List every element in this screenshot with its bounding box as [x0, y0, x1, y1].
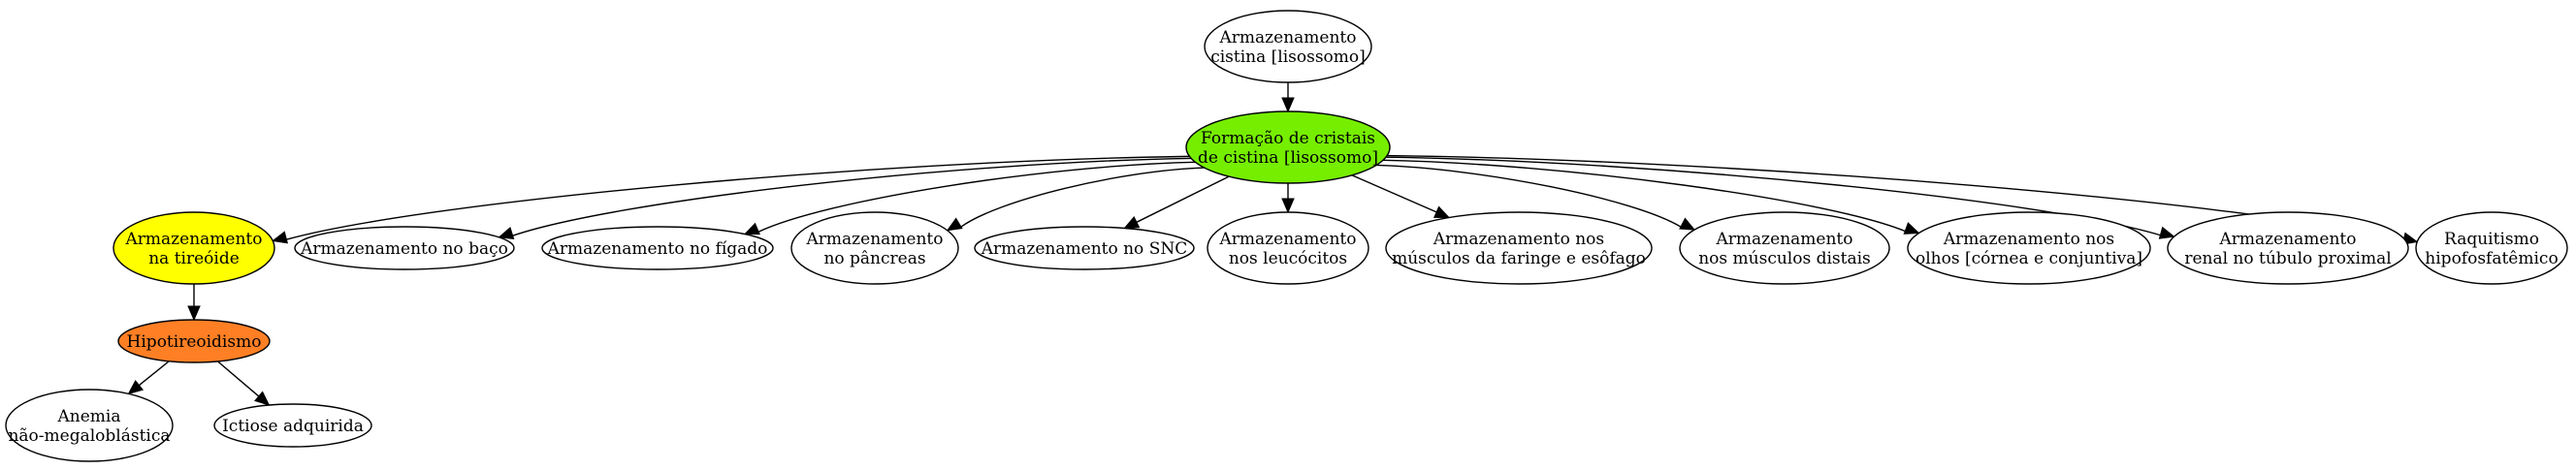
edge-formacao-to-tireoide — [272, 155, 1190, 244]
edge-line — [1382, 159, 1906, 233]
node-ictiose: Ictiose adquirida — [213, 403, 372, 448]
node-label-line: olhos [córnea e conjuntiva] — [1916, 249, 2142, 268]
arrowhead-icon — [1433, 205, 1451, 219]
node-label-line: não-megaloblástica — [8, 426, 170, 446]
node-label-line: Armazenamento — [1716, 230, 1853, 249]
node-label-line: Armazenamento — [806, 230, 944, 249]
node-ellipse — [1185, 110, 1391, 184]
node-figado: Armazenamento no fígado — [541, 226, 774, 270]
node-ellipse — [1207, 211, 1369, 285]
arrowhead-icon — [498, 227, 515, 239]
arrowhead-icon — [1679, 217, 1696, 231]
edge-line — [217, 360, 260, 397]
node-label-line: Armazenamento — [1219, 230, 1357, 249]
edge-formacao-to-pancreas — [946, 167, 1205, 232]
arrowhead-icon — [272, 231, 289, 244]
edge-formacao-to-leucocitos — [1281, 183, 1295, 214]
node-label-line: Hipotireoidismo — [127, 332, 262, 352]
edge-line — [1375, 164, 1682, 228]
node-ellipse — [1385, 211, 1653, 285]
node-label-line: Armazenamento — [2219, 230, 2357, 249]
edge-hipotireoidismo-to-anemia — [127, 360, 170, 395]
arrowhead-icon — [187, 305, 201, 322]
node-label-line: Armazenamento no SNC — [981, 239, 1187, 259]
edges-layer — [127, 82, 2419, 406]
node-label-line: de cistina [lisossomo] — [1198, 148, 1378, 168]
node-label-line: Anemia — [57, 407, 121, 426]
node-ellipse — [2415, 211, 2568, 285]
node-label-line: Armazenamento — [125, 230, 263, 249]
node-label-line: nos músculos distais — [1698, 249, 1871, 268]
node-label-line: Armazenamento — [1219, 28, 1357, 47]
node-ellipse — [541, 226, 774, 270]
arrowhead-icon — [1123, 216, 1141, 230]
edge-formacao-to-olhos — [1382, 159, 1920, 235]
node-label-line: Armazenamento no fígado — [547, 239, 768, 259]
node-label-line: hipofosfatêmico — [2425, 249, 2558, 268]
node-ellipse — [213, 403, 372, 448]
node-label-line: Formação de cristais — [1201, 129, 1375, 148]
node-ellipse — [1907, 211, 2151, 285]
edge-line — [757, 161, 1196, 234]
edge-cistina-to-formacao — [1281, 82, 1295, 113]
edge-line — [1351, 174, 1437, 213]
node-ellipse — [117, 319, 271, 363]
edge-formacao-to-faringe — [1351, 174, 1451, 219]
node-ellipse — [113, 211, 275, 285]
node-snc: Armazenamento no SNC — [974, 226, 1195, 270]
arrowhead-icon — [1281, 198, 1295, 214]
node-label-line: no pâncreas — [823, 249, 925, 268]
arrowhead-icon — [946, 217, 963, 232]
node-ellipse — [974, 226, 1195, 270]
node-ellipse — [2167, 211, 2409, 285]
node-baco: Armazenamento no baço — [294, 226, 515, 270]
node-label-line: cistina [lisossomo] — [1210, 47, 1366, 67]
edge-formacao-to-distais — [1375, 164, 1696, 231]
arrowhead-icon — [743, 222, 760, 235]
edge-line — [1136, 175, 1230, 223]
node-ellipse — [5, 389, 174, 462]
edge-formacao-to-figado — [743, 161, 1196, 235]
arrowhead-icon — [1903, 222, 1920, 235]
edge-line — [512, 157, 1192, 236]
node-label-line: na tireóide — [148, 249, 240, 268]
node-label-line: renal no túbulo proximal — [2184, 249, 2391, 268]
edge-hipotireoidismo-to-ictiose — [217, 360, 271, 406]
node-label-line: Armazenamento no baço — [300, 239, 508, 259]
arrowhead-icon — [1281, 97, 1295, 113]
node-label-line: Ictiose adquirida — [222, 417, 364, 436]
arrowhead-icon — [2158, 226, 2175, 239]
node-label-line: Raquitismo — [2444, 230, 2539, 249]
edge-formacao-to-snc — [1123, 175, 1230, 230]
node-ellipse — [790, 211, 959, 285]
arrowhead-icon — [127, 380, 145, 395]
edge-formacao-to-baco — [498, 157, 1192, 239]
node-label-line: músculos da faringe e esôfago — [1392, 249, 1646, 268]
edge-tireoide-to-hipotireoidismo — [187, 284, 201, 322]
edge-line — [959, 167, 1205, 228]
node-label-line: Armazenamento nos — [1433, 230, 1604, 249]
node-ellipse — [1679, 211, 1890, 285]
node-ellipse — [294, 226, 515, 270]
edge-line — [138, 360, 170, 387]
node-label-line: nos leucócitos — [1229, 249, 1347, 268]
node-ellipse — [1204, 10, 1372, 83]
node-hipotireoidismo: Hipotireoidismo — [117, 319, 271, 363]
edge-line — [286, 155, 1190, 240]
node-label-line: Armazenamento nos — [1943, 230, 2114, 249]
arrowhead-icon — [254, 391, 271, 406]
